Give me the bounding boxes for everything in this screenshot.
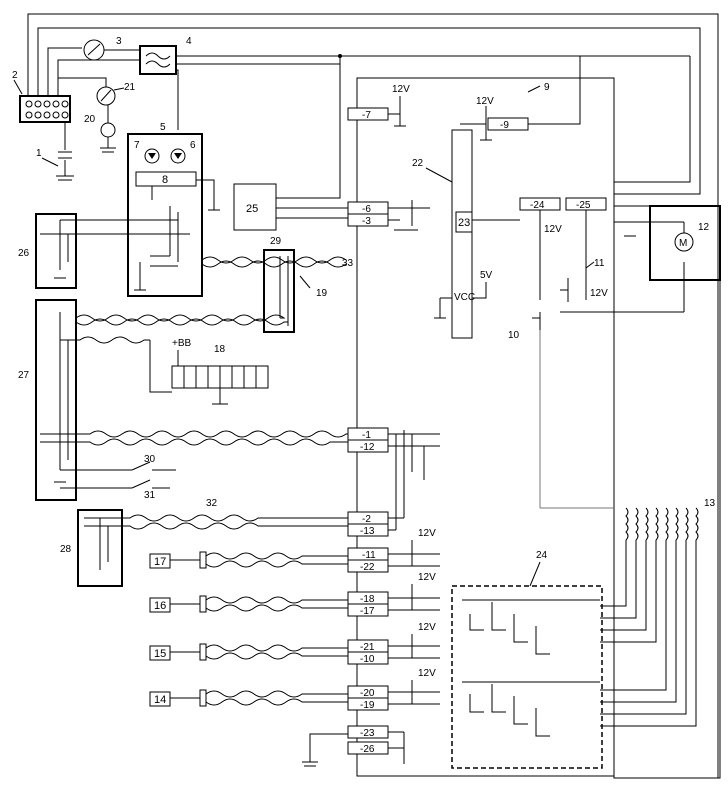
ecu-pins: -7 -6 -3 -1 -12 -2 -13 -11 -22 -18 -17 -…	[347, 107, 607, 755]
callout-4: 4	[186, 36, 192, 47]
box-23: 23	[458, 217, 470, 229]
v12-7: 12V	[544, 224, 562, 235]
right-frame	[613, 205, 721, 779]
injectors: 17 16 15 14	[149, 551, 350, 707]
callout-6: 6	[190, 140, 196, 151]
pin-25: -25	[576, 200, 591, 211]
callout-30: 30	[144, 454, 156, 465]
gauge-3: 3	[83, 36, 140, 61]
injector-16: 16	[154, 600, 166, 612]
ground-1: 1	[36, 122, 74, 181]
injector-15: 15	[154, 648, 166, 660]
callout-13: 13	[704, 498, 716, 509]
ground-bottom	[302, 733, 350, 767]
pin-6: -6	[362, 204, 371, 215]
box-25-label: 25	[246, 203, 258, 215]
ecu-internals: 12V 12V 9 12V 12V 12V 12V	[388, 56, 581, 764]
callout-24: 24	[536, 550, 548, 561]
injector-17: 17	[154, 556, 166, 568]
pin-9: -9	[500, 120, 509, 131]
callout-32: 32	[206, 498, 218, 509]
v12-2: 12V	[476, 96, 494, 107]
fuse-4: 4	[139, 36, 691, 199]
block-27: 27	[18, 299, 350, 501]
block-28: 28 32	[60, 498, 350, 587]
block-29: 29	[263, 236, 295, 333]
pin-26: -26	[360, 744, 375, 755]
box-25: 25	[233, 183, 350, 231]
callout-12: 12	[698, 222, 710, 233]
label-bb: +BB	[172, 338, 192, 349]
callout-28: 28	[60, 544, 72, 555]
callout-10: 10	[508, 330, 520, 341]
callout-21: 21	[124, 82, 136, 93]
callout-11: 11	[594, 258, 605, 269]
motor-symbol: M	[679, 238, 687, 249]
box-8: 8	[162, 174, 168, 186]
pin-20: -20	[360, 688, 375, 699]
pin-7: -7	[362, 110, 371, 121]
callout-27: 27	[18, 370, 30, 381]
pin-13: -13	[360, 526, 375, 537]
driver-block-24: 24	[451, 550, 603, 769]
connector-2: 2	[12, 70, 71, 123]
callout-19: 19	[316, 288, 328, 299]
callout-3: 3	[116, 36, 122, 47]
processor-22: 22 23 VCC 5V	[412, 129, 520, 339]
callout-18: 18	[214, 344, 226, 355]
callout-29: 29	[270, 236, 282, 247]
pin-21: -21	[360, 642, 375, 653]
callout-5: 5	[160, 122, 166, 133]
callout-7: 7	[134, 140, 140, 151]
ecu-frame	[356, 77, 615, 777]
v12-6: 12V	[418, 668, 436, 679]
sensor-21: 21	[58, 77, 136, 106]
pin-1: -1	[362, 430, 371, 441]
callout-33: 33	[342, 258, 354, 269]
v12-1: 12V	[392, 84, 410, 95]
v12-8: 12V	[590, 288, 608, 299]
pin-3: -3	[362, 216, 371, 227]
callout-20: 20	[84, 114, 96, 125]
pin-18: -18	[360, 594, 375, 605]
pin-19: -19	[360, 700, 375, 711]
pin-17: -17	[360, 606, 375, 617]
twisted-19: 33 19	[201, 256, 354, 299]
callout-9: 9	[544, 82, 550, 93]
injector-14: 14	[154, 694, 166, 706]
callout-22: 22	[412, 158, 424, 169]
pin-2: -2	[362, 514, 371, 525]
pin-24: -24	[530, 200, 545, 211]
drivers-10-11: 12V 12V 11 10	[508, 210, 685, 509]
pin-23: -23	[360, 728, 375, 739]
pin-12: -12	[360, 442, 375, 453]
v12-3: 12V	[418, 528, 436, 539]
callout-1: 1	[36, 148, 42, 159]
pin-11: -11	[362, 550, 376, 561]
callout-2: 2	[12, 70, 18, 81]
v12-4: 12V	[418, 572, 436, 583]
pin-10: -10	[360, 654, 375, 665]
lamp-20: 20	[84, 105, 116, 153]
coils-13: 13	[600, 498, 716, 727]
vcc-label: VCC	[454, 292, 475, 303]
pin-22: -22	[360, 562, 375, 573]
v5-label: 5V	[480, 270, 493, 281]
callout-26: 26	[18, 248, 30, 259]
motor-12: M 12	[614, 205, 721, 281]
block-5: 5 7 6 8	[40, 122, 220, 297]
callout-31: 31	[144, 490, 156, 501]
switches-30-31: 30 31	[60, 454, 176, 501]
sensor-18: 18 +BB	[149, 338, 269, 405]
v12-5: 12V	[418, 622, 436, 633]
coil-group	[625, 507, 699, 541]
block-26: 26	[18, 213, 178, 289]
